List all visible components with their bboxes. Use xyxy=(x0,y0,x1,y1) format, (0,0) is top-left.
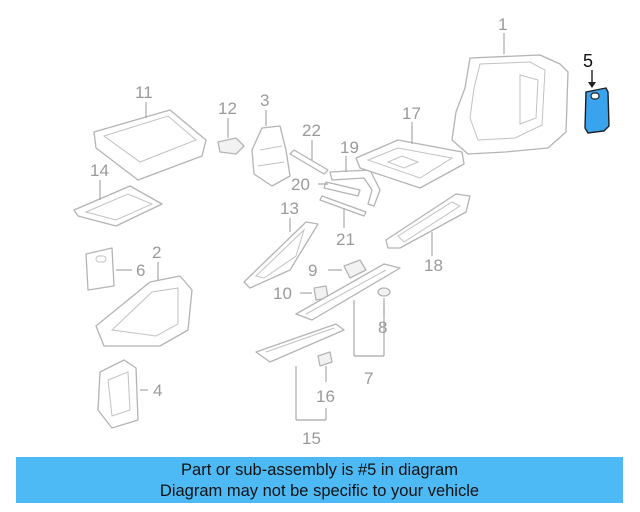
part-3-bracket[interactable]: 3 xyxy=(251,91,291,187)
part-18-jack[interactable]: 18 xyxy=(385,193,471,275)
part-7-sill-plate[interactable]: 7 xyxy=(295,263,401,388)
callout-5: 5 xyxy=(583,51,593,71)
part-12-clip[interactable]: 12 xyxy=(217,99,245,155)
callout-8: 8 xyxy=(378,318,387,337)
callout-15: 15 xyxy=(302,429,321,448)
callout-22: 22 xyxy=(302,121,321,140)
part-21-rod[interactable]: 21 xyxy=(319,195,367,249)
part-19-wrench[interactable]: 19 xyxy=(329,138,381,207)
banner-line-1: Part or sub-assembly is #5 in diagram xyxy=(181,461,458,479)
info-banner: Part or sub-assembly is #5 in diagram Di… xyxy=(16,457,623,503)
part-20-handle[interactable]: 20 xyxy=(291,175,361,197)
part-6-small-cover[interactable]: 6 xyxy=(85,247,145,291)
callout-19: 19 xyxy=(340,138,359,157)
part-4-storage-bin[interactable]: 4 xyxy=(97,359,162,429)
exploded-parts-diagram: 1 5 11 12 3 22 19 xyxy=(73,15,610,448)
callout-7: 7 xyxy=(364,369,373,388)
part-2-left-quarter-trim[interactable]: 2 xyxy=(95,243,193,347)
callout-11: 11 xyxy=(135,83,153,102)
callout-18: 18 xyxy=(424,256,443,275)
callout-21: 21 xyxy=(336,230,355,249)
callout-6: 6 xyxy=(136,261,145,280)
callout-4: 4 xyxy=(153,381,162,400)
callout-16: 16 xyxy=(316,387,335,406)
callout-10: 10 xyxy=(273,284,292,303)
part-14-mat[interactable]: 14 xyxy=(73,161,163,227)
banner-line-2: Diagram may not be specific to your vehi… xyxy=(159,482,480,500)
part-10-clip[interactable]: 10 xyxy=(273,284,329,303)
callout-20: 20 xyxy=(291,175,310,194)
callout-12: 12 xyxy=(218,99,237,118)
callout-13: 13 xyxy=(280,199,299,218)
part-8-fastener[interactable]: 8 xyxy=(377,287,391,337)
callout-1: 1 xyxy=(498,15,507,34)
callout-3: 3 xyxy=(260,91,269,110)
callout-2: 2 xyxy=(152,243,161,262)
part-16-clip[interactable]: 16 xyxy=(316,351,335,406)
part-17-tray[interactable]: 17 xyxy=(355,104,465,189)
part-22-bolt[interactable]: 22 xyxy=(289,121,329,175)
callout-9: 9 xyxy=(308,261,317,280)
part-1-quarter-trim[interactable]: 1 xyxy=(451,15,569,155)
part-9-cap[interactable]: 9 xyxy=(308,259,367,280)
part-15-cargo-cover[interactable]: 15 xyxy=(255,323,345,448)
part-11-cargo-floor[interactable]: 11 xyxy=(93,83,207,181)
part-13-side-panel[interactable]: 13 xyxy=(243,199,319,289)
callout-17: 17 xyxy=(402,104,421,123)
callout-14: 14 xyxy=(90,161,109,180)
part-5-cover[interactable]: 5 xyxy=(583,51,610,134)
